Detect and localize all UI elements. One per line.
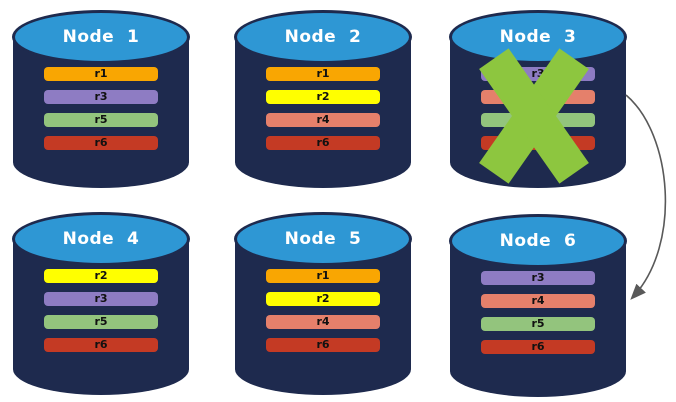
replica-bar: r4 [481,294,595,308]
replica-bar: r5 [44,315,158,329]
node-1: Node 1 r1 r3 r5 r6 [12,8,190,188]
replica-bar: r5 [44,113,158,127]
node-title: Node 4 [62,229,140,249]
node-2: Node 2 r1 r2 r4 r6 [234,8,412,188]
cylinder-top [449,214,627,268]
node-4: Node 4 r2 r3 r5 r6 [12,210,190,395]
replica-bar: r2 [44,269,158,283]
replica-bar: r3 [481,271,595,285]
node-5: Node 5 r1 r2 r4 r6 [234,210,412,395]
replica-bar: r3 [481,67,595,81]
node-title: Node 6 [499,231,577,251]
replica-bar: r2 [266,292,380,306]
replica-bar: r1 [44,67,158,81]
replica-bar: r6 [481,136,595,150]
replica-bar: r5 [481,113,595,127]
cylinder-top [234,212,412,266]
replica-bar: r4 [266,113,380,127]
replica-bar: r6 [44,136,158,150]
replica-bar: r3 [44,90,158,104]
cylinder-top [12,10,190,64]
node-title: Node 3 [499,27,577,47]
cylinder-top [12,212,190,266]
replica-bar: r6 [44,338,158,352]
replica-bar: r1 [266,269,380,283]
node-title: Node 5 [284,229,362,249]
node-6: Node 6 r3 r4 r5 r6 [449,212,627,397]
replica-bar: r6 [481,340,595,354]
replica-bar: r3 [44,292,158,306]
replica-bar: r2 [266,90,380,104]
node-title: Node 2 [284,27,362,47]
node-3: Node 3 r3 r4 r5 r6 [449,8,627,188]
failover-arrow-path [625,94,667,300]
replica-bar: r4 [481,90,595,104]
replica-bar: r6 [266,338,380,352]
replica-bar: r6 [266,136,380,150]
replica-bar: r4 [266,315,380,329]
cylinder-top [234,10,412,64]
replica-bar: r5 [481,317,595,331]
node-title: Node 1 [62,27,140,47]
replica-bar: r1 [266,67,380,81]
